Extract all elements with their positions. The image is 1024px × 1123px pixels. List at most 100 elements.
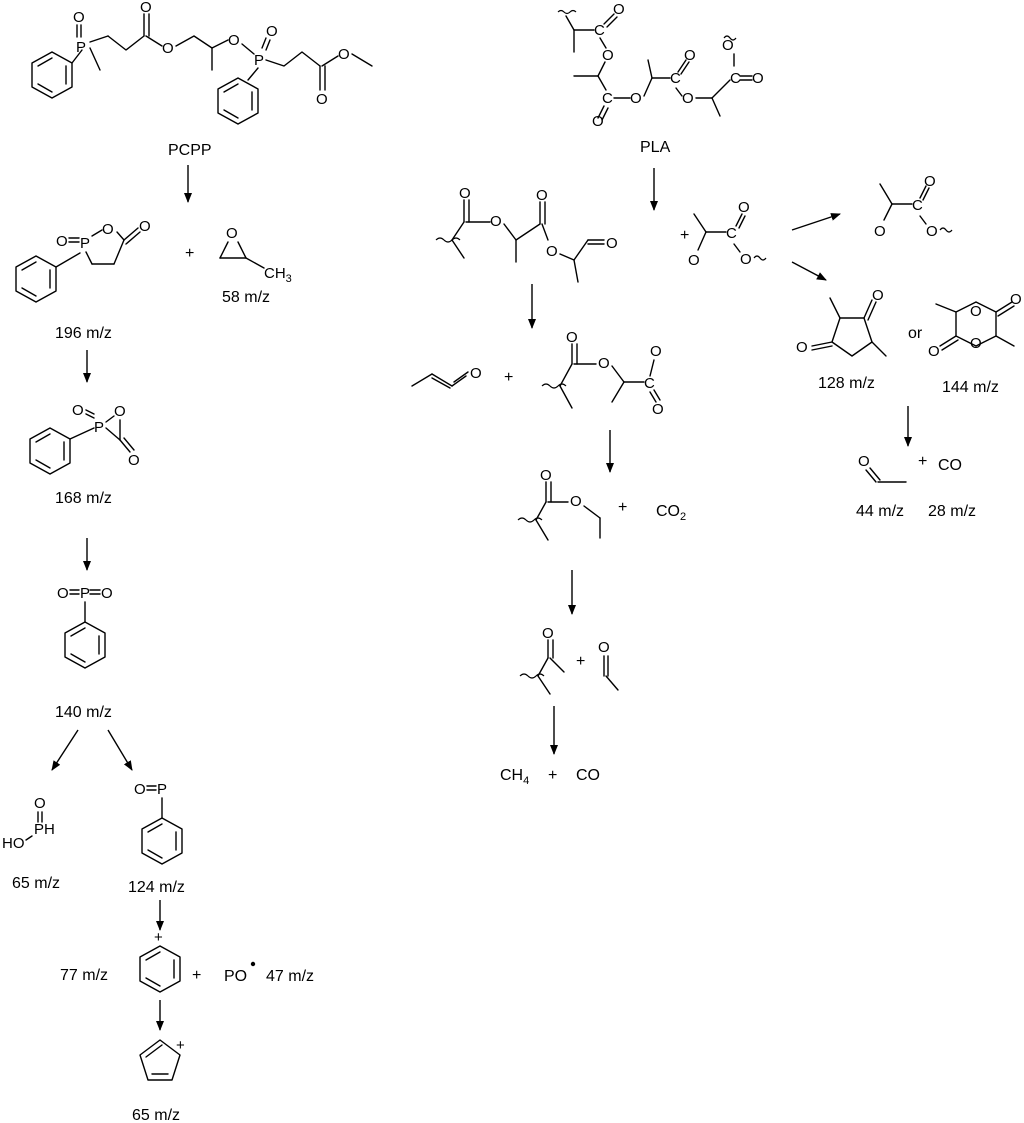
svg-text:O: O [459, 185, 471, 202]
lactoyl-fragment-upper: O C O O [874, 173, 953, 240]
carbon-monoxide-final: CO [576, 767, 600, 784]
svg-text:C: C [670, 70, 681, 87]
svg-text:+: + [185, 245, 194, 262]
arrow-lactoyl-lower [791, 261, 827, 281]
pcpp-structure: P O O O O P O O O [31, 0, 373, 125]
svg-text:+: + [176, 1037, 185, 1054]
svg-text:P: P [80, 585, 90, 602]
svg-text:O: O [926, 223, 938, 240]
svg-text:O: O [338, 46, 350, 63]
phenylphosphinate-140: O P O [57, 585, 113, 669]
svg-text:O: O [540, 467, 552, 484]
svg-text:O: O [162, 40, 174, 57]
lactide-144: O O O O [928, 291, 1022, 360]
svg-text:P: P [76, 39, 86, 56]
svg-text:+: + [618, 499, 627, 516]
acetaldehyde-44: O [858, 453, 907, 483]
methane: CH4 [500, 767, 529, 787]
svg-text:O: O [72, 402, 84, 419]
svg-text:C: C [726, 225, 737, 242]
svg-text:O: O [266, 23, 278, 40]
svg-text:C: C [594, 22, 605, 39]
svg-text:O: O [796, 339, 808, 356]
svg-text:O: O [316, 91, 328, 108]
svg-text:+: + [548, 767, 557, 784]
svg-text:P: P [254, 52, 264, 69]
svg-text:+: + [154, 929, 163, 946]
svg-text:O: O [570, 493, 582, 510]
svg-text:O: O [684, 47, 696, 64]
svg-text:O: O [542, 625, 554, 642]
svg-text:O: O [740, 251, 752, 268]
svg-text:O: O [546, 243, 558, 260]
svg-text:O: O [490, 213, 502, 230]
svg-text:O: O [1010, 291, 1022, 308]
svg-text:O: O [970, 335, 982, 352]
svg-text:O: O [592, 113, 604, 130]
propanal-fragment: O [519, 625, 565, 695]
svg-text:O: O [114, 403, 126, 420]
svg-text:O: O [598, 355, 610, 372]
svg-text:O: O [606, 235, 618, 252]
svg-text:O: O [652, 401, 664, 418]
svg-text:+: + [680, 227, 689, 244]
svg-text:P: P [80, 235, 90, 252]
po-radical: PO [224, 968, 247, 985]
label-124: 124 m/z [128, 879, 185, 896]
svg-text:O: O [536, 187, 548, 204]
svg-text:O: O [102, 221, 114, 238]
svg-text:PH: PH [34, 821, 55, 838]
label-58: 58 m/z [222, 289, 270, 306]
svg-text:+: + [192, 967, 201, 984]
svg-text:O: O [722, 37, 734, 54]
svg-text:C: C [730, 70, 741, 87]
label-44: 44 m/z [856, 503, 904, 520]
svg-text:O: O [139, 218, 151, 235]
svg-text:O: O [73, 9, 85, 26]
svg-text:O: O [738, 199, 750, 216]
label-140: 140 m/z [55, 704, 112, 721]
phenylphosphinidene-124: O P [134, 781, 183, 865]
svg-text:O: O [57, 585, 69, 602]
svg-text:P: P [157, 781, 167, 798]
svg-text:+: + [504, 369, 513, 386]
label-128: 128 m/z [818, 375, 875, 392]
acetaldehyde-fragment: O [598, 639, 619, 691]
svg-text:O: O [101, 585, 113, 602]
arrow-140-65 [51, 729, 79, 771]
aldehyde-ester-dimer: O O O O O [435, 185, 618, 283]
phosphinic-acid-65: O PH HO [2, 795, 55, 852]
svg-text:C: C [644, 375, 655, 392]
phospholane-196: P O O O [15, 218, 151, 303]
svg-text:O: O [858, 453, 870, 470]
svg-text:O: O [602, 47, 614, 64]
svg-text:O: O [630, 90, 642, 107]
label-144: 144 m/z [942, 379, 999, 396]
label-65b: 65 m/z [132, 1107, 180, 1123]
label-47: 47 m/z [266, 968, 314, 985]
svg-text:O: O [970, 303, 982, 320]
propylene-oxide: O CH3 [219, 225, 292, 285]
svg-text:O: O [470, 365, 482, 382]
pla-label: PLA [640, 139, 671, 156]
carbon-dioxide: CO2 [656, 503, 686, 523]
carbon-monoxide: CO [938, 457, 962, 474]
svg-text:O: O [613, 1, 625, 18]
label-28: 28 m/z [928, 503, 976, 520]
lactoyl-fragment: O C O O [688, 199, 767, 269]
label-65a: 65 m/z [12, 875, 60, 892]
label-77: 77 m/z [60, 967, 108, 984]
svg-text:O: O [140, 0, 152, 16]
furandione-128: O O [796, 287, 887, 357]
svg-text:C: C [602, 90, 613, 107]
svg-text:O: O [226, 225, 238, 242]
svg-text:O: O [598, 639, 610, 656]
phenyl-cation-77: + [139, 929, 181, 993]
radical-dot-icon [250, 961, 256, 967]
svg-text:O: O [872, 287, 884, 304]
ethyl-ester-intermediate: O O [517, 467, 601, 541]
svg-text:O: O [34, 795, 46, 812]
svg-text:O: O [566, 329, 578, 346]
label-168: 168 m/z [55, 490, 112, 507]
pla-structure: C O O C O O C O O C O O [557, 1, 764, 130]
